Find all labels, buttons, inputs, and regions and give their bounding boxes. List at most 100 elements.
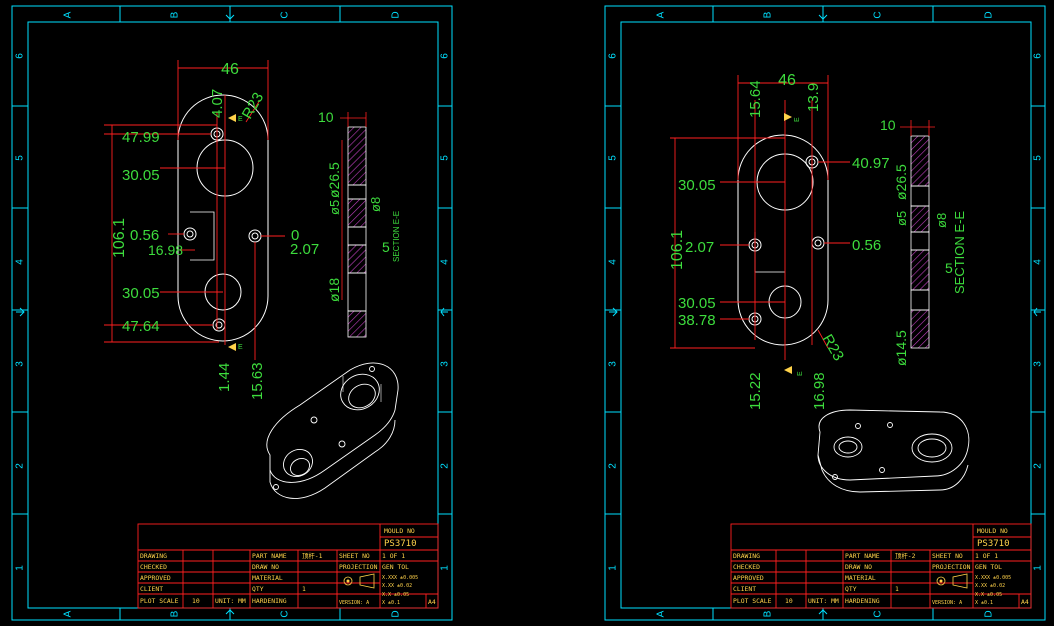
dim-width: 46 [221,61,239,78]
zone-row-1-left: 1 [608,565,619,571]
zone-row-2-right: 2 [440,463,451,469]
section-marker-top: E [784,113,801,122]
tb-projection: PROJECTION [339,563,378,571]
sec-small-dia: ø5 [894,211,909,226]
dim-top-offset: 4.07 [209,89,226,118]
outer-frame [11,5,453,621]
title-block [730,523,1032,609]
tb-qty: QTY [845,585,857,593]
zone-row-4-left: 4 [608,259,619,265]
zone-row-6-left: 6 [15,53,26,59]
dim-height: 106.1 [111,218,128,258]
svg-text:E: E [238,344,243,351]
tb-checked: CHECKED [140,563,167,571]
zone-row-3-right: 3 [1033,361,1044,367]
zone-col-b-bottom: B [170,610,181,617]
tb-approved: APPROVED [140,574,171,582]
plan-view [177,94,269,342]
zone-row-2-right: 2 [1033,463,1044,469]
tb-qty-val: 1 [895,585,899,593]
tb-tol1: X.XXX ±0.005 [382,575,418,581]
tb-mould-no: PS3710 [384,539,417,549]
tb-part-name-val: 顶杆-1 [302,551,323,560]
tb-part-name: PART NAME [252,552,287,560]
zone-row-6-right: 6 [440,53,451,59]
tb-size: A4 [428,598,436,606]
sheet-2: A B C D A B C D 6 5 4 3 2 1 6 5 4 3 2 1 [604,5,1046,621]
tb-unit: UNIT: MM [808,597,839,605]
tb-mould-no: PS3710 [977,539,1010,549]
zone-col-a-bottom: A [656,610,667,617]
tb-client: CLIENT [733,585,756,593]
sec-step: 5 [945,260,953,276]
tb-tol2: X.XX ±0.02 [382,583,412,589]
dim-right-hole: 40.97 [852,155,890,172]
section-view [340,112,367,338]
dim-lower-hole: 47.64 [122,318,160,335]
sec-small-dia: ø5 [327,200,342,215]
tb-hardening: HARDENING [252,597,287,605]
zone-col-d-bottom: D [984,610,995,617]
tb-version: VERSION: A [932,600,962,606]
dim-radius: R23 [819,332,847,364]
part-outline [737,134,829,346]
section-label: SECTION E-E [952,211,967,294]
zone-row-6-left: 6 [608,53,619,59]
dim-center: 0.56 [130,227,159,244]
tb-projection: PROJECTION [932,563,971,571]
tb-sheet-no: SHEET NO [932,552,963,560]
tb-tol3: X.X ±0.05 [975,592,1002,598]
zone-row-1-right: 1 [1033,565,1044,571]
dim-lower-bore: 30.05 [122,285,160,302]
tb-sheet-val: 1 OF 1 [975,552,998,560]
zone-row-4-right: 4 [440,259,451,265]
tb-sheet-val: 1 OF 1 [382,552,405,560]
tb-size: A4 [1021,598,1029,606]
tb-part-name: PART NAME [845,552,880,560]
zone-col-c-bottom: C [873,610,884,617]
dim-top-right: 13.9 [805,83,822,112]
section-view [900,120,935,349]
zone-row-4-left: 4 [15,259,26,265]
tb-plot-scale-val: 10 [192,597,200,605]
zone-row-5-left: 5 [15,155,26,161]
dim-upper-bore: 30.05 [122,167,160,184]
tb-qty: QTY [252,585,264,593]
iso-view [817,409,970,493]
zone-col-d-bottom: D [391,610,402,617]
tb-plot-scale: PLOT SCALE [733,597,772,605]
tb-tol4: X ±0.1 [975,600,993,606]
tb-unit: UNIT: MM [215,597,246,605]
zone-col-a-bottom: A [63,610,74,617]
zone-row-2-left: 2 [608,463,619,469]
zone-row-5-left: 5 [608,155,619,161]
zone-col-a-top: A [63,11,74,18]
sec-step: 5 [382,239,390,255]
zone-col-b-bottom: B [763,610,774,617]
tb-part-name-val: 顶杆-2 [895,551,916,560]
tb-mould-label: MOULD NO [384,527,415,535]
tb-material: MATERIAL [252,574,283,582]
sec-outer-dia: ø26.5 [326,162,342,198]
tb-drawing: DRAWING [140,552,167,560]
section-marker-bottom: E [228,343,243,351]
zone-ticks [605,6,1045,620]
zone-col-c-top: C [873,11,884,18]
sec-cb-dia: ø8 [368,197,383,212]
tb-plot-scale-val: 10 [785,597,793,605]
tb-sheet-no: SHEET NO [339,552,370,560]
tb-hardening: HARDENING [845,597,880,605]
sec-thickness: 10 [880,117,896,133]
zone-row-3-right: 3 [440,361,451,367]
projection-icon [936,573,968,589]
dim-upper-bore: 30.05 [678,177,716,194]
zone-col-c-bottom: C [280,610,291,617]
tb-gen-tol: GEN TOL [975,563,1002,571]
zone-row-3-left: 3 [15,361,26,367]
dim-right-center: 0.56 [852,237,881,254]
zone-row-1-right: 1 [440,565,451,571]
svg-text:E: E [797,371,804,376]
sec-lower-dia: ø14.5 [893,330,909,366]
sec-lower-dia: ø18 [326,278,342,302]
dim-radius: R23 [239,90,267,122]
